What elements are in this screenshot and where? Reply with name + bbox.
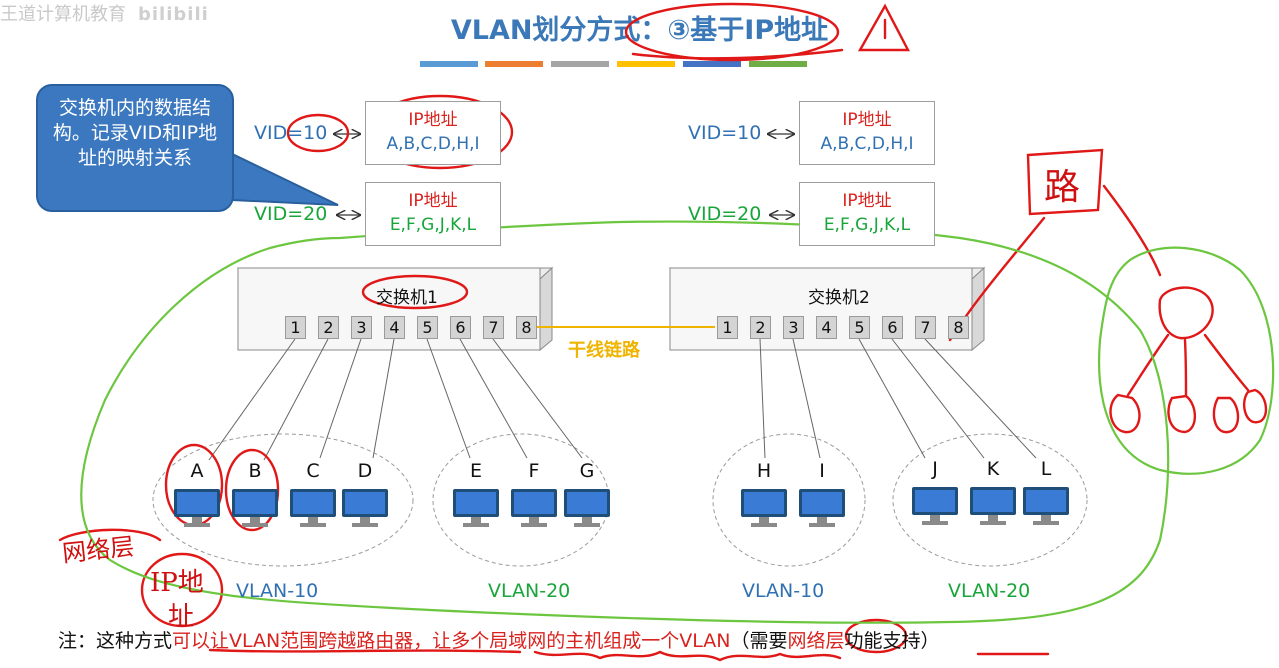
switch-1-port-7: 7 bbox=[483, 316, 504, 339]
switch-2-port-2: 2 bbox=[750, 316, 771, 339]
page-title: VLAN划分方式：③基于IP地址 bbox=[450, 15, 829, 46]
host-label-b: B bbox=[248, 460, 262, 482]
group-label-3: VLAN-10 bbox=[742, 580, 825, 602]
ip-table-hosts: E,F,G,J,K,L bbox=[389, 215, 477, 235]
ip-table-2-vid20: IP地址 E,F,G,J,K,L bbox=[799, 182, 935, 246]
switch-1-port-1: 1 bbox=[285, 316, 306, 339]
ip-table-1-vid10: IP地址 A,B,C,D,H,I bbox=[365, 101, 501, 165]
host-label-a: A bbox=[190, 460, 204, 482]
handwritten-router-label: 路 bbox=[1044, 167, 1081, 208]
computer-icon bbox=[741, 489, 787, 527]
ip-table-hosts: A,B,C,D,H,I bbox=[820, 134, 914, 154]
group-ellipse-4 bbox=[892, 433, 1088, 567]
handwritten-ip-line1: IP地 bbox=[150, 568, 204, 598]
trunk-link-label: 干线链路 bbox=[568, 340, 640, 361]
switch-2-cables bbox=[759, 338, 1037, 459]
ip-table-hosts: E,F,G,J,K,L bbox=[823, 215, 911, 235]
ip-table-header: IP地址 bbox=[842, 191, 892, 211]
computer-icon bbox=[912, 487, 958, 525]
switch-1-label: 交换机1 bbox=[376, 288, 438, 308]
switch-2-port-8: 8 bbox=[948, 316, 969, 339]
handwritten-ip-line2: 址 bbox=[168, 602, 195, 632]
handwritten-network-layer: 网络层 bbox=[60, 532, 136, 568]
ip-table-header: IP地址 bbox=[842, 110, 892, 130]
switch-1-port-6: 6 bbox=[450, 316, 471, 339]
host-label-l: L bbox=[1040, 458, 1052, 480]
group-label-1: VLAN-10 bbox=[236, 580, 319, 602]
switch-2-port-5: 5 bbox=[849, 316, 870, 339]
group-ellipse-3 bbox=[712, 433, 866, 567]
switch-2-port-6: 6 bbox=[882, 316, 903, 339]
switch-1-port-3: 3 bbox=[351, 316, 372, 339]
computer-icon bbox=[174, 489, 220, 527]
switch-1-port-4: 4 bbox=[384, 316, 405, 339]
ip-table-header: IP地址 bbox=[408, 191, 458, 211]
switch-2-port-1: 1 bbox=[717, 316, 738, 339]
switch-1-port-8: 8 bbox=[516, 316, 537, 339]
ip-table-1-vid20: IP地址 E,F,G,J,K,L bbox=[365, 182, 501, 246]
vid20-label-2: VID=20 bbox=[688, 203, 762, 225]
footnote-highlight: 可以让VLAN范围跨越路由器，让多个局域网的主机组成一个VLAN bbox=[172, 630, 731, 652]
host-label-f: F bbox=[528, 460, 540, 482]
vid20-label-1: VID=20 bbox=[254, 203, 328, 225]
color-bar-5 bbox=[683, 61, 741, 67]
host-label-d: D bbox=[357, 460, 373, 482]
computer-icon bbox=[511, 489, 557, 527]
footnote-mid: （需要 bbox=[730, 630, 788, 652]
computer-icon bbox=[564, 489, 610, 527]
ip-table-hosts: A,B,C,D,H,I bbox=[386, 134, 480, 154]
callout-box: 交换机内的数据结构。记录VID和IP地址的映射关系 bbox=[36, 84, 234, 212]
host-label-c: C bbox=[306, 460, 320, 482]
computer-icon bbox=[453, 489, 499, 527]
switch-1-port-2: 2 bbox=[318, 316, 339, 339]
vid10-label-1: VID=10 bbox=[254, 122, 328, 144]
color-bar-6 bbox=[749, 61, 807, 67]
switch-1-port-5: 5 bbox=[417, 316, 438, 339]
host-label-h: H bbox=[756, 460, 772, 482]
switch-2-port-3: 3 bbox=[783, 316, 804, 339]
computer-icon bbox=[799, 489, 845, 527]
color-bar-4 bbox=[617, 61, 675, 67]
footnote-prefix: 注：这种方式 bbox=[58, 630, 173, 652]
group-label-2: VLAN-20 bbox=[488, 580, 571, 602]
ip-table-header: IP地址 bbox=[408, 110, 458, 130]
color-bar-2 bbox=[485, 61, 543, 67]
footnote-suffix: 功能支持） bbox=[844, 630, 940, 652]
switch-2-label: 交换机2 bbox=[808, 288, 870, 308]
footnote: 注：这种方式可以让VLAN范围跨越路由器，让多个局域网的主机组成一个VLAN（需… bbox=[58, 626, 940, 653]
host-label-k: K bbox=[986, 458, 1000, 480]
computer-icon bbox=[232, 489, 278, 527]
computer-icon bbox=[1023, 487, 1069, 525]
computer-icon bbox=[342, 489, 388, 527]
group-label-4: VLAN-20 bbox=[948, 580, 1031, 602]
footnote-network-layer: 网络层 bbox=[787, 630, 845, 652]
watermark-text: 王道计算机教育 bbox=[0, 4, 126, 25]
color-bar-3 bbox=[551, 61, 609, 67]
ip-table-2-vid10: IP地址 A,B,C,D,H,I bbox=[799, 101, 935, 165]
switch-2-port-7: 7 bbox=[915, 316, 936, 339]
host-label-e: E bbox=[469, 460, 482, 482]
host-label-i: I bbox=[819, 460, 825, 482]
color-bar-1 bbox=[420, 61, 478, 67]
group-ellipse-1 bbox=[152, 433, 414, 567]
watermark: 王道计算机教育 bilibili bbox=[0, 0, 209, 26]
vid10-label-2: VID=10 bbox=[688, 122, 762, 144]
bilibili-logo: bilibili bbox=[138, 4, 209, 25]
computer-icon bbox=[290, 489, 336, 527]
host-label-g: G bbox=[579, 460, 595, 482]
switch-1-cables bbox=[208, 338, 583, 461]
computer-icon bbox=[970, 487, 1016, 525]
host-label-j: J bbox=[932, 458, 938, 480]
switch-2-port-4: 4 bbox=[816, 316, 837, 339]
